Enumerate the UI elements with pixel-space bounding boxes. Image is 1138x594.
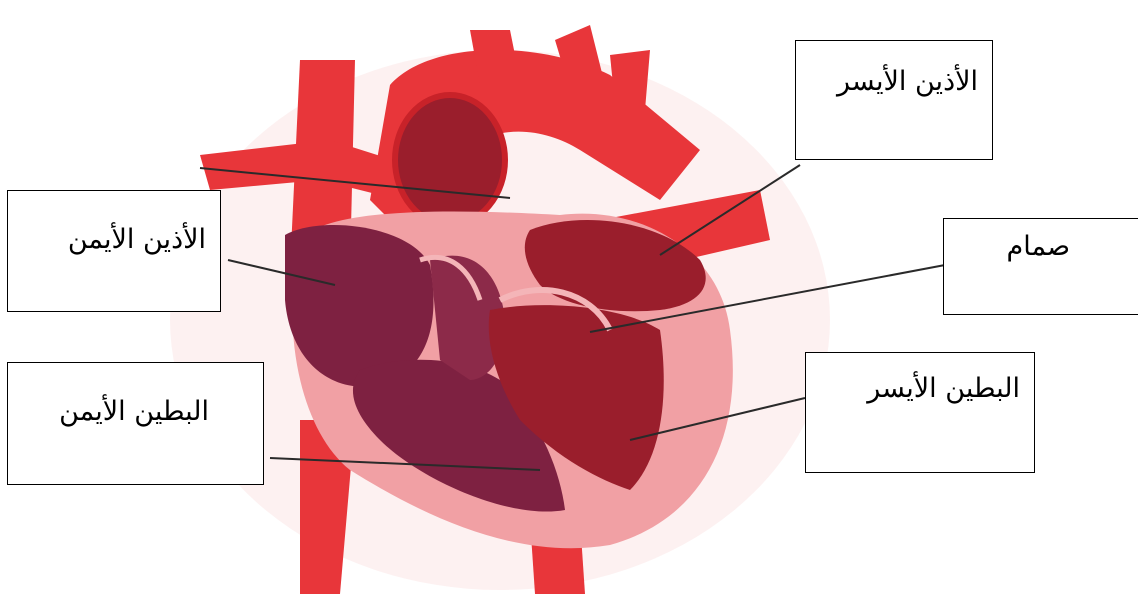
label-right-ventricle: البطين الأيمن xyxy=(59,396,209,427)
label-left-ventricle: البطين الأيسر xyxy=(867,373,1020,404)
pulmonary-trunk xyxy=(395,95,505,225)
label-box-valve: صمام xyxy=(943,218,1138,315)
label-box-left-atrium: الأذين الأيسر xyxy=(795,40,993,160)
label-left-atrium: الأذين الأيسر xyxy=(837,66,978,97)
label-box-left-ventricle: البطين الأيسر xyxy=(805,352,1035,473)
label-box-right-ventricle: البطين الأيمن xyxy=(7,362,264,485)
subclavian-artery xyxy=(610,50,650,110)
label-right-atrium: الأذين الأيمن xyxy=(68,224,206,255)
label-box-right-atrium: الأذين الأيمن xyxy=(7,190,221,312)
label-valve: صمام xyxy=(1007,231,1070,262)
